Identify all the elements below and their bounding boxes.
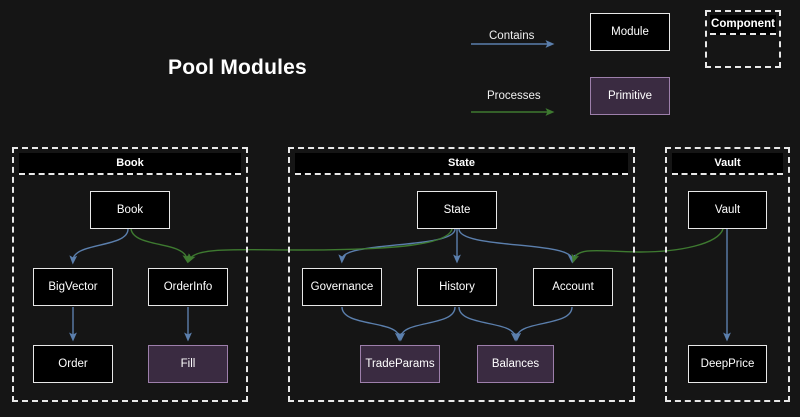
node-state[interactable]: State: [417, 191, 497, 229]
node-order-label: Order: [58, 358, 88, 370]
node-book-label: Book: [116, 204, 144, 216]
page-title: Pool Modules: [168, 56, 307, 79]
legend-component-box[interactable]: Component: [705, 10, 781, 68]
group-book[interactable]: Book: [12, 147, 248, 402]
group-vault[interactable]: Vault: [665, 147, 790, 402]
node-bigvector[interactable]: BigVector: [33, 268, 113, 306]
legend-module-box[interactable]: Module: [590, 13, 670, 51]
node-tradeparams-label: TradeParams: [365, 358, 435, 370]
node-bigvector-label: BigVector: [48, 281, 98, 293]
node-balances[interactable]: Balances: [477, 345, 554, 383]
node-vault[interactable]: Vault: [688, 191, 767, 229]
node-history[interactable]: History: [417, 268, 497, 306]
legend-arrow-layer: [471, 40, 555, 116]
legend-component-label: Component: [710, 15, 776, 35]
node-account-label: Account: [552, 281, 594, 293]
group-book-label: Book: [19, 153, 241, 175]
node-orderinfo-label: OrderInfo: [163, 281, 213, 293]
node-book[interactable]: Book: [90, 191, 170, 229]
group-vault-label: Vault: [672, 153, 783, 175]
node-governance-label: Governance: [310, 281, 374, 293]
legend-primitive-box[interactable]: Primitive: [590, 77, 670, 115]
node-orderinfo[interactable]: OrderInfo: [148, 268, 228, 306]
node-state-label: State: [443, 204, 471, 216]
node-deepprice-label: DeepPrice: [700, 358, 755, 370]
node-tradeparams[interactable]: TradeParams: [360, 345, 440, 383]
legend-primitive-label: Primitive: [607, 90, 653, 102]
node-deepprice[interactable]: DeepPrice: [688, 345, 767, 383]
node-balances-label: Balances: [491, 358, 540, 370]
group-state-label: State: [295, 153, 628, 175]
node-governance[interactable]: Governance: [302, 268, 382, 306]
node-order[interactable]: Order: [33, 345, 113, 383]
legend-contains-label: Contains: [489, 30, 535, 42]
node-fill[interactable]: Fill: [148, 345, 228, 383]
node-account[interactable]: Account: [533, 268, 613, 306]
node-vault-label: Vault: [714, 204, 741, 216]
node-fill-label: Fill: [180, 358, 196, 370]
node-history-label: History: [439, 281, 475, 293]
group-state[interactable]: State: [288, 147, 635, 402]
legend-module-label: Module: [611, 26, 649, 38]
legend-processes-label: Processes: [487, 90, 541, 102]
